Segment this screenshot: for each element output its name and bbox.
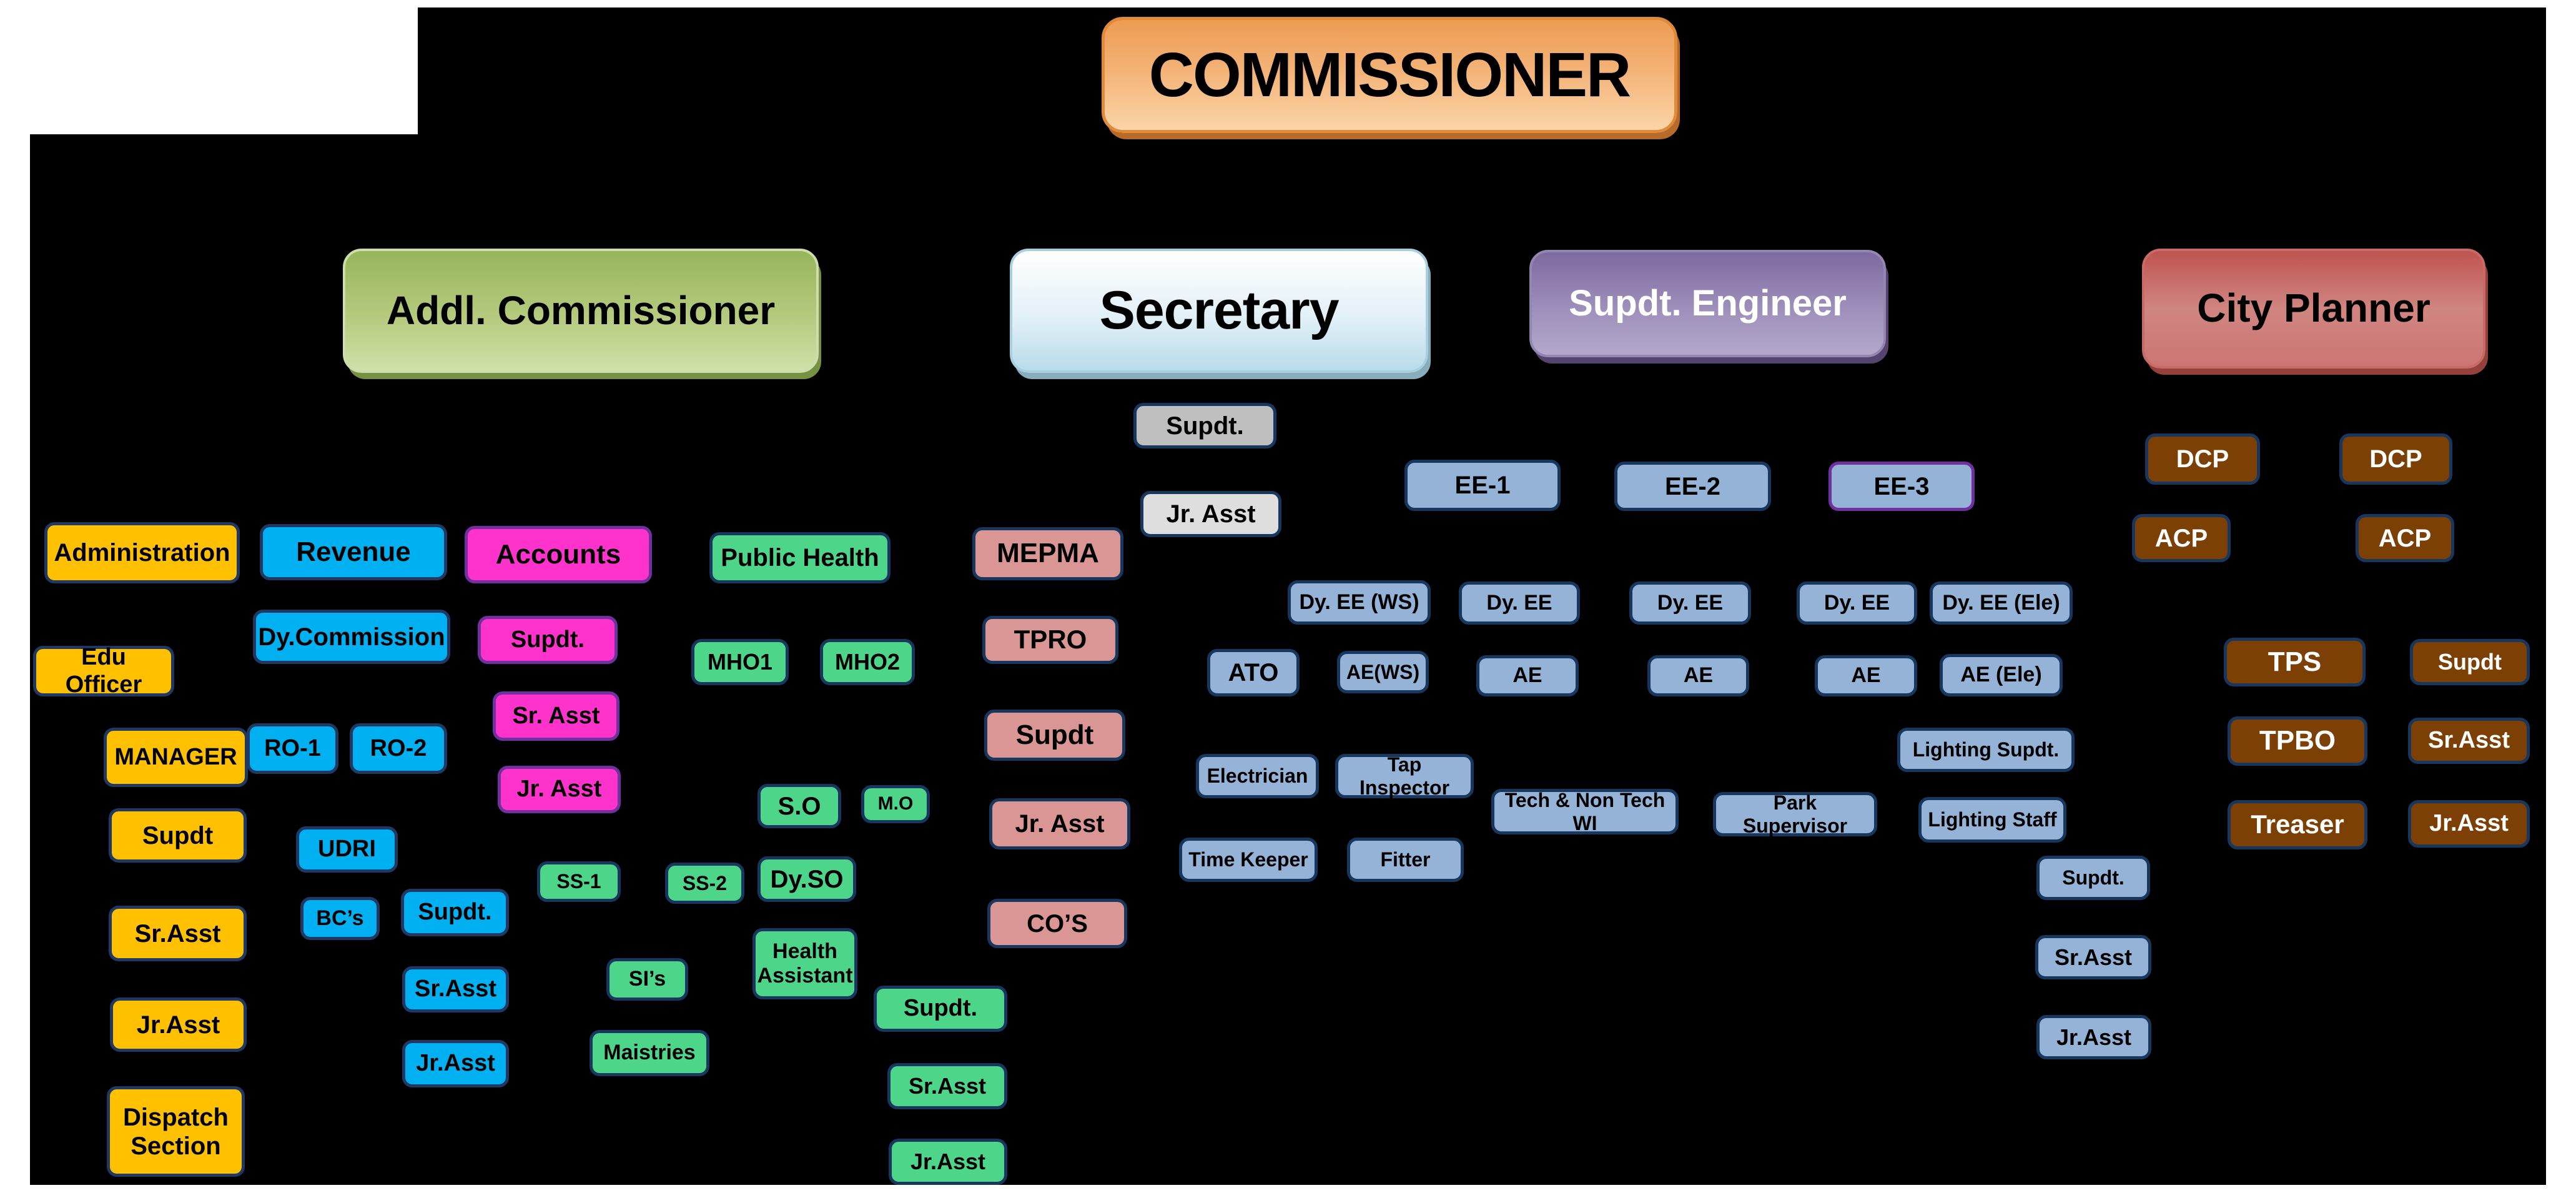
node-ae-3: AE (1815, 655, 1917, 696)
node-bcs: BC’s (300, 897, 380, 940)
node-eng-supdt: Supdt. (2036, 856, 2150, 900)
node-dy-commission: Dy.Commission (253, 610, 450, 664)
node-dy-ee-ele: Dy. EE (Ele) (1930, 582, 2073, 625)
node-ss-1: SS-1 (537, 861, 621, 902)
node-ro-2: RO-2 (350, 723, 447, 774)
node-park-supervisor: Park Supervisor (1713, 791, 1877, 837)
node-manager: MANAGER (104, 728, 248, 787)
node-dy-ee-3: Dy. EE (1797, 582, 1917, 625)
node-cos: CO’S (987, 899, 1127, 948)
node-sis: SI’s (606, 958, 688, 1001)
node-dy-ee-ws: Dy. EE (WS) (1288, 580, 1431, 625)
node-eng-jr-asst: Jr.Asst (2036, 1015, 2151, 1059)
node-ph-supdt: Supdt. (874, 986, 1007, 1032)
node-dcp-1: DCP (2145, 433, 2260, 485)
node-treaser: Treaser (2228, 800, 2367, 849)
node-lighting-supdt: Lighting Supdt. (1897, 728, 2075, 772)
node-admin-sr-asst: Sr.Asst (109, 906, 247, 961)
node-fitter: Fitter (1347, 838, 1464, 882)
node-ee-1: EE-1 (1404, 460, 1561, 511)
node-acc-sr-asst: Sr. Asst (493, 691, 619, 741)
node-cp-sr-asst: Sr.Asst (2408, 718, 2530, 764)
node-ae-2: AE (1647, 655, 1749, 696)
node-mepma-jr-asst: Jr. Asst (989, 798, 1130, 849)
node-mepma-supdt: Supdt (984, 710, 1125, 761)
node-rev-jr-asst: Jr.Asst (402, 1040, 509, 1087)
node-dy-ee-1: Dy. EE (1459, 582, 1580, 625)
node-dy-ee-2: Dy. EE (1629, 582, 1751, 625)
node-city-planner: City Planner (2142, 249, 2485, 369)
node-edu-officer: Edu Officer (33, 644, 174, 698)
node-eng-sr-asst: Sr.Asst (2035, 935, 2151, 979)
node-mo: M.O (861, 785, 930, 823)
node-ss-2: SS-2 (665, 863, 744, 904)
node-ph-sr-asst: Sr.Asst (887, 1063, 1007, 1109)
node-ae-ws: AE(WS) (1337, 651, 1429, 693)
node-tech-non-tech-wi: Tech & Non Tech WI (1491, 789, 1679, 834)
node-tpro: TPRO (982, 616, 1118, 664)
node-supdt-engineer: Supdt. Engineer (1529, 250, 1886, 357)
node-sec-supdt: Supdt. (1133, 403, 1276, 448)
node-admin-jr-asst: Jr.Asst (110, 998, 247, 1052)
node-time-keeper: Time Keeper (1179, 838, 1318, 882)
node-commissioner: COMMISSIONER (1102, 17, 1677, 133)
node-dispatch-section: Dispatch Section (107, 1086, 245, 1177)
node-tap-inspector: Tap Inspector (1335, 753, 1474, 799)
node-acp-2: ACP (2356, 514, 2454, 562)
node-mho1: MHO1 (691, 639, 789, 685)
node-acc-supdt: Supdt. (478, 616, 618, 664)
node-cp-supdt: Supdt (2410, 639, 2530, 685)
node-ae-ele: AE (Ele) (1940, 654, 2063, 696)
node-accounts: Accounts (465, 526, 652, 583)
node-dcp-2: DCP (2339, 433, 2452, 485)
node-revenue: Revenue (260, 524, 447, 580)
node-acp-1: ACP (2132, 514, 2231, 562)
node-administration: Administration (44, 522, 240, 583)
node-secretary: Secretary (1010, 249, 1428, 373)
node-electrician: Electrician (1196, 754, 1319, 798)
node-cp-jr-asst: Jr.Asst (2408, 800, 2530, 848)
node-ae-1: AE (1476, 655, 1579, 696)
node-rev-sr-asst: Sr.Asst (402, 966, 509, 1012)
node-dy-so: Dy.SO (758, 856, 856, 902)
node-ato: ATO (1207, 649, 1300, 696)
node-ro-1: RO-1 (247, 723, 338, 774)
node-rev-supdt: Supdt. (401, 889, 509, 936)
node-ee-3: EE-3 (1828, 462, 1975, 511)
node-ph-jr-asst: Jr.Asst (889, 1139, 1007, 1185)
node-addl-commissioner: Addl. Commissioner (343, 249, 819, 373)
node-health-assistant: Health Assistant (753, 928, 857, 999)
node-udri: UDRI (296, 826, 398, 873)
node-acc-jr-asst: Jr. Asst (498, 766, 621, 813)
node-mho2: MHO2 (820, 639, 915, 685)
node-mepma: MEPMA (972, 527, 1123, 580)
node-lighting-staff: Lighting Staff (1918, 797, 2066, 843)
node-ee-2: EE-2 (1614, 462, 1771, 511)
node-so: S.O (758, 784, 841, 828)
node-admin-supdt: Supdt (109, 808, 247, 863)
node-maistries: Maistries (590, 1030, 709, 1076)
node-public-health: Public Health (709, 532, 891, 583)
node-tps: TPS (2224, 638, 2366, 686)
node-sec-jr-asst: Jr. Asst (1140, 491, 1281, 537)
top-left-margin (0, 0, 418, 134)
node-tpbo: TPBO (2228, 716, 2367, 766)
